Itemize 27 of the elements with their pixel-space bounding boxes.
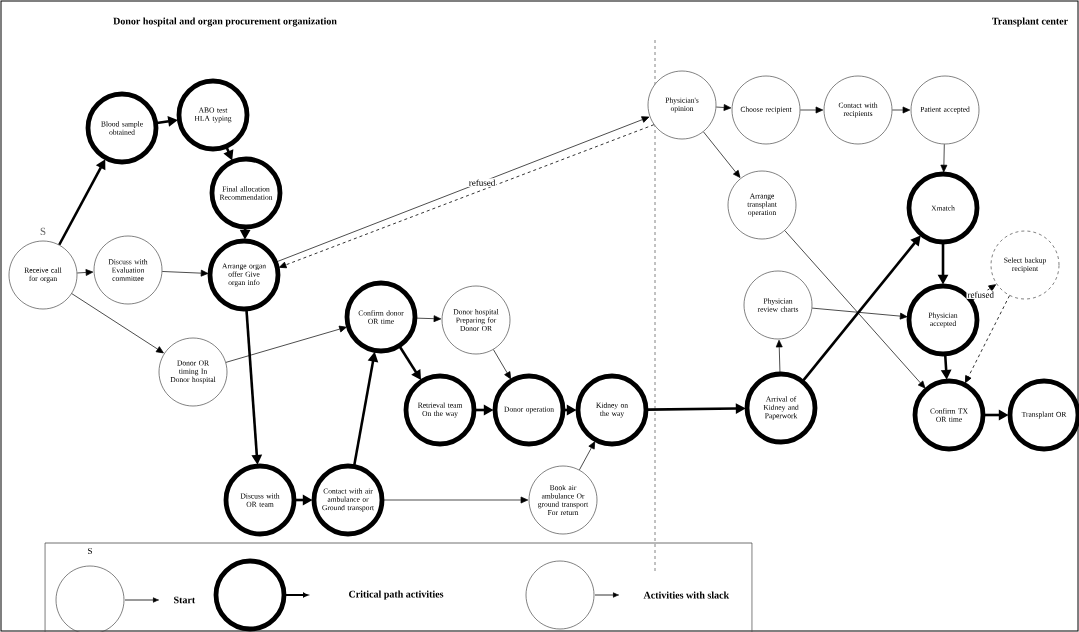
legend-text: Start — [174, 596, 196, 604]
arrow — [415, 315, 442, 323]
arrow — [811, 307, 908, 320]
arrow — [382, 496, 529, 504]
arrow — [800, 106, 824, 114]
arrow — [225, 325, 347, 363]
arrow — [579, 441, 596, 471]
arrow — [161, 269, 209, 277]
start-mark: S — [88, 548, 92, 555]
edge-label: refused — [467, 178, 497, 187]
arrow — [892, 106, 911, 114]
legend-text: Critical path activities — [349, 590, 444, 600]
header: Transplant center — [992, 17, 1068, 27]
arrow — [964, 295, 1010, 384]
arrow — [775, 339, 783, 374]
start-mark: S — [40, 227, 46, 236]
arrow — [715, 104, 732, 111]
legend-text: Activities with slack — [643, 591, 730, 599]
header: Donor hospital and organ procurement organization — [113, 17, 337, 27]
edge-label: refused — [966, 290, 995, 299]
arrow — [703, 131, 741, 178]
arrow — [971, 284, 997, 301]
arrow — [784, 230, 926, 389]
arrow — [71, 293, 164, 354]
arrow — [493, 349, 512, 380]
arrow — [940, 144, 948, 173]
arrow — [76, 269, 94, 276]
